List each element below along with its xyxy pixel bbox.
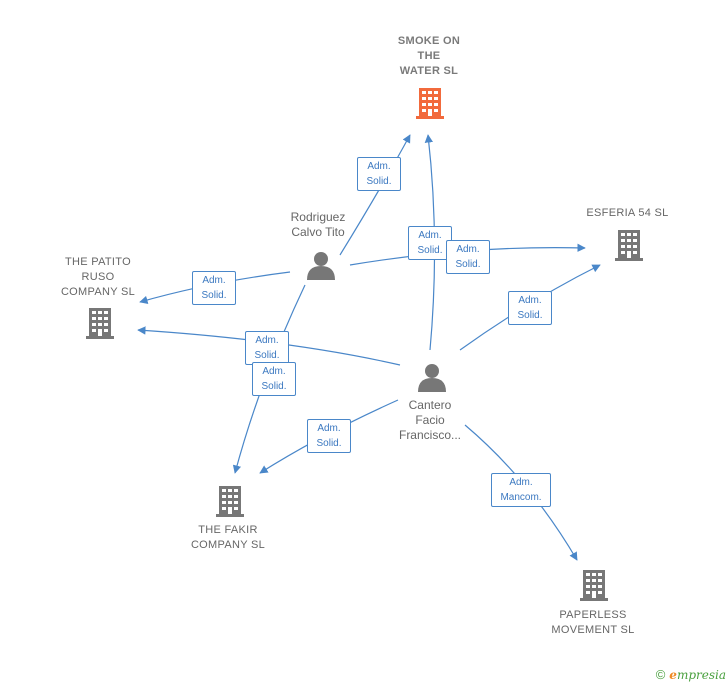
edge-rodriguez-smoke[interactable] [339,134,411,256]
node-label-esferia[interactable]: ESFERIA 54 SL [586,207,669,219]
node-label-smoke[interactable]: SMOKE ON THE WATER SL [397,35,461,77]
brand-logo: empresia [669,668,726,682]
person-icon-cantero [418,364,446,392]
copyright-icon: © [655,667,666,682]
building-icon-paperless [580,570,608,601]
edge-label-rodriguez-smoke[interactable]: Adm. Solid. [357,157,401,191]
edge-label-cantero-patito[interactable]: Adm. Solid. [245,331,289,365]
edge-label-rodriguez-patito[interactable]: Adm. Solid. [192,271,236,305]
footer-brand: ©empresia [656,667,726,682]
node-label-cantero[interactable]: Cantero Facio Francisco... [398,398,461,442]
building-icon-smoke [416,88,444,119]
node-label-fakir[interactable]: THE FAKIR COMPANY SL [190,524,266,551]
node-label-paperless[interactable]: PAPERLESS MOVEMENT SL [551,609,635,636]
node-label-patito[interactable]: THE PATITO RUSO COMPANY SL [60,256,136,298]
edge-label-cantero-fakir[interactable]: Adm. Solid. [307,419,351,453]
person-icon-rodriguez [307,252,335,280]
node-label-rodriguez[interactable]: Rodriguez Calvo Tito [290,210,346,239]
building-icon-fakir [216,486,244,517]
building-icon-patito [86,308,114,339]
edge-label-cantero-esferia[interactable]: Adm. Solid. [508,291,552,325]
edge-label-rodriguez-esferia[interactable]: Adm. Solid. [446,240,490,274]
edge-label-rodriguez-fakir[interactable]: Adm. Solid. [252,362,296,396]
edge-label-cantero-paperless[interactable]: Adm. Mancom. [491,473,551,507]
building-icon-esferia [615,230,643,261]
edge-label-cantero-smoke[interactable]: Adm. Solid. [408,226,452,260]
